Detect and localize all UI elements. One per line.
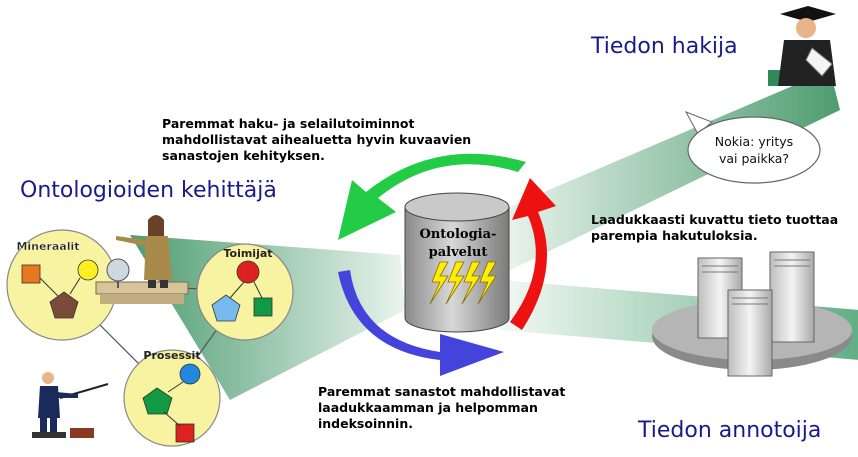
servers-icon bbox=[652, 251, 852, 377]
note-bottom: Paremmat sanastot mahdollistavat laadukk… bbox=[318, 384, 565, 432]
role-searcher: Tiedon hakija bbox=[591, 34, 738, 59]
developer-figure-icon bbox=[95, 215, 189, 304]
note-right-line-2: parempia hakutuloksia. bbox=[591, 228, 758, 243]
pentagon-shape bbox=[49, 291, 79, 319]
speech-bubble: Nokia: yritys vai paikka? bbox=[684, 111, 821, 184]
pentagon-shape bbox=[142, 387, 173, 415]
arrow-red bbox=[510, 178, 556, 330]
circle-shape bbox=[179, 363, 201, 385]
bubble-line-1: Nokia: yritys bbox=[715, 134, 793, 149]
role-annotator: Tiedon annotoija bbox=[638, 418, 822, 443]
processes-label: Prosessit bbox=[143, 349, 200, 362]
actors-circle: Toimijat bbox=[196, 243, 294, 341]
server-right-icon bbox=[769, 251, 815, 343]
processes-circle: Prosessit bbox=[123, 349, 221, 447]
square-shape bbox=[175, 423, 195, 443]
role-developer: Ontologioiden kehittäjä bbox=[20, 178, 277, 203]
server-front-icon bbox=[727, 289, 773, 377]
circle-shape bbox=[77, 259, 99, 281]
note-top: Paremmat haku- ja selailutoiminnot mahdo… bbox=[162, 116, 471, 164]
arrow-blue bbox=[338, 270, 504, 376]
cylinder-label-1: Ontologia- bbox=[420, 227, 497, 242]
minerals-label: Mineraalit bbox=[16, 240, 79, 253]
cylinder-label-2: palvelut bbox=[429, 245, 488, 260]
note-top-line-2: mahdollistavat aihealuetta hyvin kuvaavi… bbox=[162, 132, 472, 147]
note-bottom-line-1: Paremmat sanastot mahdollistavat bbox=[318, 384, 566, 399]
bubble-line-2: vai paikka? bbox=[719, 151, 789, 166]
presenter-man-icon bbox=[32, 372, 109, 438]
ontology-services-cylinder: Ontologia- palvelut bbox=[404, 192, 510, 333]
note-bottom-line-3: indeksoinnin. bbox=[318, 416, 413, 431]
note-top-line-3: sanastojen kehityksen. bbox=[162, 148, 325, 163]
actors-label: Toimijat bbox=[223, 247, 272, 260]
note-right-line-1: Laadukkaasti kuvattu tieto tuottaa bbox=[591, 212, 839, 227]
graduate-icon bbox=[768, 6, 836, 86]
cycle-arrows bbox=[338, 153, 556, 376]
note-right: Laadukkaasti kuvattu tieto tuottaa parem… bbox=[591, 212, 838, 244]
ontology-network: Mineraalit Toimijat Prosessit bbox=[6, 229, 294, 447]
arrow-green bbox=[338, 153, 526, 240]
note-bottom-line-2: laadukkaamman ja helpomman bbox=[318, 400, 538, 415]
note-top-line-1: Paremmat haku- ja selailutoiminnot bbox=[162, 116, 415, 131]
square-shape bbox=[253, 297, 273, 317]
circle-shape bbox=[236, 260, 260, 284]
square-shape bbox=[21, 264, 41, 284]
pentagon-shape bbox=[211, 294, 241, 322]
lightning-icon bbox=[429, 261, 497, 305]
minerals-circle: Mineraalit bbox=[6, 229, 118, 341]
